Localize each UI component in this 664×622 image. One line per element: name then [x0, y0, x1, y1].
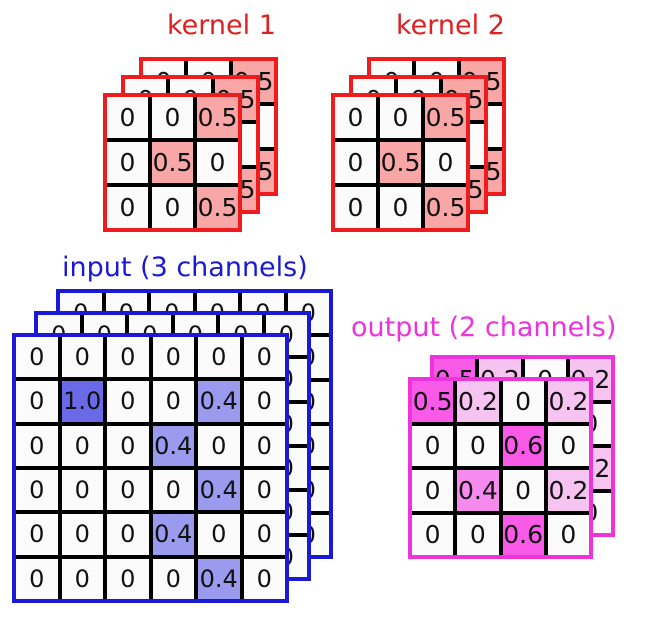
matrix-cell: 0: [152, 381, 194, 422]
kernel-1-label: kernel 1: [167, 10, 276, 41]
matrix-cell: 0: [380, 97, 421, 138]
matrix-cell: 0: [107, 381, 149, 422]
matrix-cell: 0.6: [502, 425, 544, 466]
matrix-cell: 0: [107, 142, 148, 183]
matrix-cell: 0: [61, 337, 103, 378]
matrix-cell: 0: [107, 187, 148, 228]
matrix-cell: 0: [380, 187, 421, 228]
matrix-cell: 0.2: [547, 381, 589, 422]
matrix-cell: 0.4: [152, 425, 194, 466]
matrix-cell: 0: [243, 381, 285, 422]
matrix-cell: 0.4: [457, 470, 499, 511]
matrix-cell: 0.4: [152, 514, 194, 555]
matrix-cell: 0: [198, 337, 240, 378]
matrix-cell: 0: [152, 558, 194, 599]
matrix-cell: 0: [335, 187, 376, 228]
matrix-cell: 0.4: [198, 558, 240, 599]
matrix-cell: 0.5: [380, 142, 421, 183]
matrix-cell: 0: [61, 558, 103, 599]
matrix-cell: 0: [335, 97, 376, 138]
output-label: output (2 channels): [351, 312, 617, 343]
matrix-cell: 0: [412, 514, 454, 555]
matrix-cell: 0: [547, 425, 589, 466]
matrix-cell: 0: [16, 337, 58, 378]
matrix-cell: 0.5: [425, 97, 466, 138]
matrix-cell: 0.6: [502, 514, 544, 555]
matrix-cell: 0.5: [197, 97, 238, 138]
matrix-cell: 0.5: [197, 187, 238, 228]
matrix-cell: 0: [107, 337, 149, 378]
matrix-cell: 0: [16, 425, 58, 466]
matrix-cell: 0: [107, 425, 149, 466]
matrix-cell: 0: [61, 469, 103, 511]
matrix-cell: 0: [61, 514, 103, 555]
matrix-cell: 0: [16, 558, 58, 599]
matrix-cell: 0: [243, 469, 285, 511]
input-label: input (3 channels): [62, 252, 308, 283]
matrix-cell: 0: [547, 514, 589, 555]
matrix-cell: 0: [16, 469, 58, 511]
matrix-cell: 0: [152, 187, 193, 228]
matrix-cell: 0: [502, 381, 544, 422]
matrix-cell: 0.4: [198, 381, 240, 422]
matrix-cell: 0: [152, 337, 194, 378]
matrix-cell: 0.2: [547, 470, 589, 511]
matrix-cell: 0: [152, 469, 194, 511]
matrix-cell: 0: [198, 514, 240, 555]
matrix-cell: 0: [425, 142, 466, 183]
matrix-cell: 0.2: [457, 381, 499, 422]
matrix-cell: 0: [457, 425, 499, 466]
matrix-cell: 0: [107, 469, 149, 511]
matrix-cell: 0: [107, 558, 149, 599]
matrix-cell: 1.0: [61, 381, 103, 422]
matrix-cell: 0: [16, 381, 58, 422]
matrix-cell: 0: [243, 558, 285, 599]
matrix-cell: 0.5: [152, 142, 193, 183]
kernel-2-label: kernel 2: [396, 10, 505, 41]
matrix-cell: 0: [197, 142, 238, 183]
matrix-cell: 0: [457, 514, 499, 555]
matrix-cell: 0: [243, 337, 285, 378]
matrix-cell: 0: [502, 470, 544, 511]
matrix-cell: 0: [107, 514, 149, 555]
matrix-cell: 0: [243, 514, 285, 555]
matrix-cell: 0: [412, 470, 454, 511]
matrix-cell: 0: [61, 425, 103, 466]
matrix-cell: 0: [412, 425, 454, 466]
matrix-cell: 0.5: [425, 187, 466, 228]
matrix-cell: 0: [107, 97, 148, 138]
matrix-cell: 0: [198, 425, 240, 466]
matrix-cell: 0: [335, 142, 376, 183]
matrix-cell: 0.5: [412, 381, 454, 422]
matrix-cell: 0: [152, 97, 193, 138]
matrix-cell: 0.4: [198, 469, 240, 511]
matrix-cell: 0: [16, 514, 58, 555]
matrix-cell: 0: [243, 425, 285, 466]
